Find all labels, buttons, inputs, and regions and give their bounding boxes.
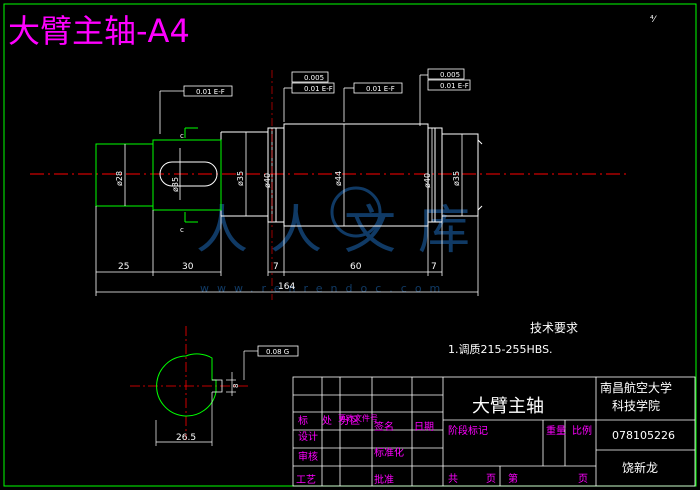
watermark-url: www.renrendoc.com — [200, 282, 448, 295]
tol-section-sym: 0.08 G — [266, 348, 289, 356]
dim-len-total: 164 — [278, 282, 295, 292]
dim-d35: ø35 — [236, 171, 245, 186]
tb-design: 设计 — [298, 430, 318, 443]
corner-mark: ⁴⁄ — [650, 15, 658, 25]
dim-len-25: 25 — [118, 262, 129, 272]
dim-d40-left: ø40 — [263, 173, 272, 188]
tb-total: 共 — [448, 473, 458, 485]
tb-mark: 标 — [298, 415, 308, 427]
tolerance-labels: 0.01 E-F 0.005 0.01 E-F 0.01 E-F 0.005 0… — [196, 71, 469, 96]
title-block-cells: 标 处 分区 更改文件号 签名 日期 设计 标准化 审核 工艺 批准 阶段标记 … — [296, 413, 592, 486]
title-block-grid — [292, 376, 696, 487]
watermark-logo-icon — [330, 186, 382, 238]
tb-part-name: 大臂主轴 — [472, 396, 544, 417]
dim-d35-right: ø35 — [452, 171, 461, 186]
tb-weight: 重量 — [546, 424, 566, 437]
tb-zone: 分区 — [340, 415, 360, 427]
tb-date: 日期 — [414, 421, 434, 433]
tol-runout-right: 0.01 E-F — [440, 82, 469, 90]
shaft-left-highlight — [95, 139, 222, 211]
tb-school-line1: 南昌航空大学 — [600, 380, 672, 395]
diameter-dimension-lines — [124, 124, 463, 226]
length-labels: 25 30 7 60 7 164 — [118, 262, 437, 292]
tb-sign: 签名 — [374, 420, 394, 433]
tb-stage-mark: 阶段标记 — [448, 424, 488, 437]
tb-student-name: 饶新龙 — [622, 460, 658, 475]
dim-keyway-d35: ø35 — [171, 177, 180, 192]
dim-len-7b: 7 — [431, 262, 437, 272]
drawing-title: 大臂主轴-A4 — [8, 12, 190, 50]
tb-page2: 页 — [578, 473, 588, 485]
dim-d28: ø28 — [115, 171, 124, 186]
tech-req-heading: 技术要求 — [530, 321, 578, 335]
tb-process: 工艺 — [296, 474, 316, 486]
tb-page: 页 — [486, 473, 496, 485]
tol-runout-left: 0.01 E-F — [196, 88, 225, 96]
tb-approve: 批准 — [374, 473, 394, 486]
tb-scale: 比例 — [572, 424, 592, 437]
dim-len-7a: 7 — [273, 262, 279, 272]
dim-section-depth: 8 — [232, 384, 240, 388]
section-marks: c c — [180, 127, 198, 234]
svg-text:c: c — [180, 132, 184, 140]
tol-cyl-right: 0.005 — [440, 71, 460, 79]
tb-school-line2: 科技学院 — [612, 398, 660, 413]
tb-change-doc: 更改文件号 — [338, 413, 378, 423]
watermark-text: 人人文库 — [196, 201, 492, 261]
tolerance-frames — [159, 68, 471, 134]
tb-review: 审核 — [298, 450, 318, 463]
tol-runout-mid: 0.01 E-F — [366, 85, 395, 93]
dim-len-30: 30 — [182, 262, 194, 272]
section-view: 0.08 G 26.5 8 — [130, 326, 299, 446]
tb-standardize: 标准化 — [374, 446, 404, 459]
dim-d44: ø44 — [334, 171, 343, 186]
tol-runout-left2: 0.01 E-F — [304, 85, 333, 93]
tech-req-item: 1.调质215-255HBS. — [448, 343, 553, 356]
dim-d40-right: ø40 — [423, 173, 432, 188]
dim-len-60: 60 — [350, 262, 362, 272]
length-dimension-lines — [95, 206, 479, 296]
shaft-internal-lines — [275, 128, 436, 222]
watermark: 人人文库 www.renrendoc.com — [196, 186, 492, 295]
tol-cyl-left: 0.005 — [304, 74, 324, 82]
tb-student-id: 078105226 — [612, 429, 675, 442]
dim-section-width: 26.5 — [176, 433, 196, 443]
svg-text:c: c — [180, 226, 184, 234]
diameter-labels: ø28 ø35 ø35 ø40 ø44 ø40 ø35 — [115, 171, 461, 192]
tb-sheet: 第 — [508, 472, 518, 485]
tb-count: 处 — [322, 415, 332, 427]
